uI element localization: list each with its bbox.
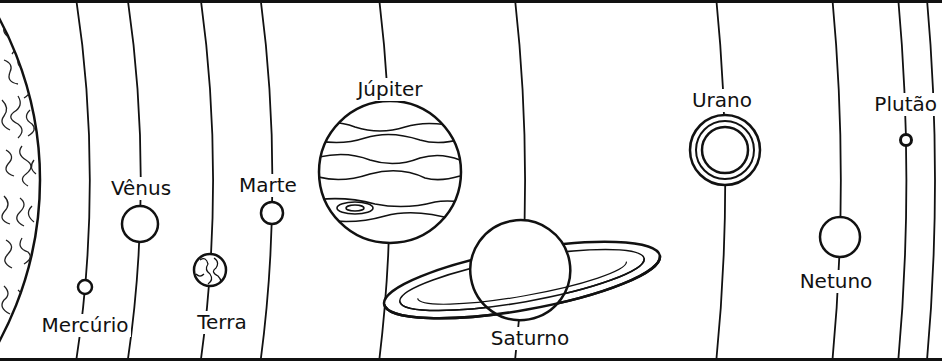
venus <box>122 206 158 242</box>
orbit-line <box>0 0 841 361</box>
orbit-line <box>0 0 272 361</box>
planet-name: Urano <box>690 89 754 112</box>
mars <box>261 202 283 224</box>
jupiter <box>315 101 465 243</box>
uranus <box>690 115 760 185</box>
planet-name: Marte <box>237 174 299 197</box>
orbit-line <box>0 0 906 361</box>
orbit-line <box>0 0 725 361</box>
earth <box>194 254 226 288</box>
orbit-line <box>0 0 90 361</box>
saturn <box>374 197 667 344</box>
mercury <box>78 280 92 294</box>
planet-name: Mercúrio <box>39 314 130 337</box>
neptune <box>820 217 860 257</box>
planet-name: Netuno <box>798 270 875 293</box>
pluto <box>901 135 912 146</box>
frame-line <box>0 358 942 361</box>
planet-name: Júpiter <box>355 78 424 101</box>
frame-line <box>0 0 942 3</box>
planet-name: Plutão <box>872 93 939 116</box>
orbit-line <box>0 0 213 361</box>
planet-name: Terra <box>195 311 248 334</box>
planet-name: Vênus <box>109 177 173 200</box>
planets <box>78 101 912 344</box>
planet-name: Saturno <box>489 327 571 350</box>
sun <box>0 0 40 361</box>
